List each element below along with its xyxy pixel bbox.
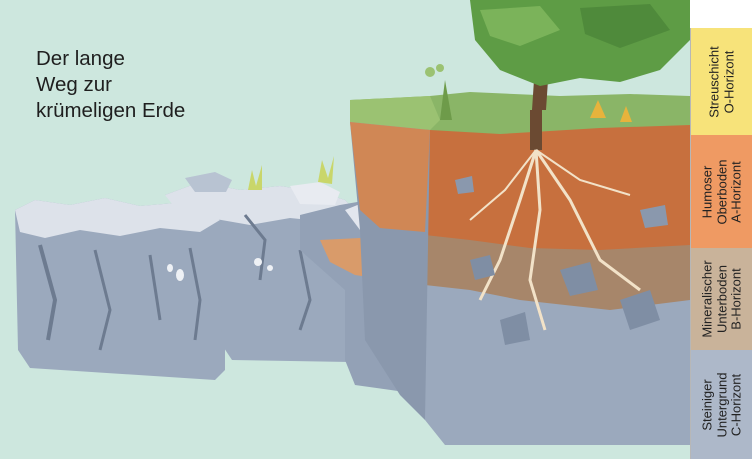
legend-a-horizont-label: Humoser Oberboden A-Horizont (700, 159, 744, 224)
legend-o-horizont-label: Streuschicht O-Horizont (708, 46, 737, 118)
legend-c-horizont-label: Steiniger Untergrund C-Horizont (700, 372, 744, 437)
legend-c-horizont: Steiniger Untergrund C-Horizont (690, 350, 752, 459)
legend-o-horizont: Streuschicht O-Horizont (690, 28, 752, 135)
rock-block-1 (15, 198, 225, 380)
legend-b-horizont: Mineralischer Unterboden B-Horizont (690, 248, 752, 350)
diagram-title: Der lange Weg zur krümeligen Erde (36, 46, 185, 124)
title-line-2: Weg zur (36, 72, 185, 98)
legend-b-horizont-label: Mineralischer Unterboden B-Horizont (700, 260, 744, 337)
soil-profile-block (350, 92, 690, 445)
title-line-1: Der lange (36, 46, 185, 72)
legend-a-horizont: Humoser Oberboden A-Horizont (690, 135, 752, 248)
title-line-3: krümeligen Erde (36, 98, 185, 124)
